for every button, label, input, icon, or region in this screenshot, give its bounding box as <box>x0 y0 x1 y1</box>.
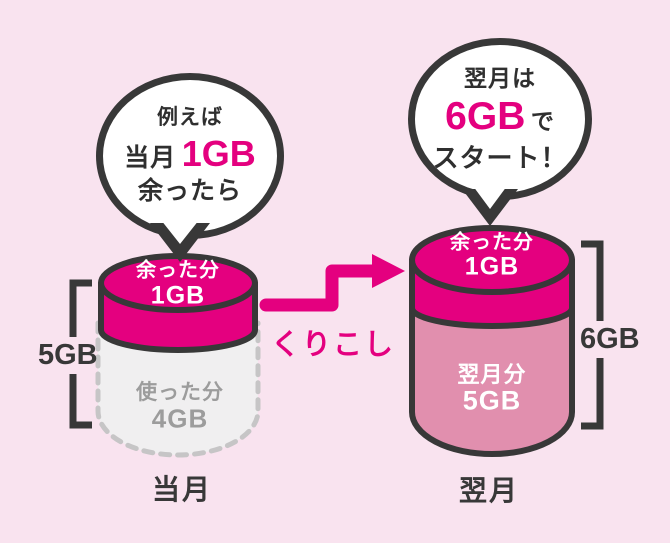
carryover-arrow-label: くりこし <box>270 329 396 361</box>
right-cylinder-top-face <box>409 225 575 295</box>
right-bubble-line1: 翌月は <box>464 65 536 91</box>
right-cylinder-top-value: 1GB <box>464 252 520 281</box>
right-bracket-label: 6GB <box>580 321 640 358</box>
carryover-arrow-icon <box>259 254 405 312</box>
right-cylinder-top-label: 余った分 <box>450 231 534 254</box>
left-cylinder-top-label: 余った分 <box>136 259 220 282</box>
right-speech-bubble: 翌月は 6GB で スタート！ <box>408 38 592 200</box>
left-bubble-line2-highlight: 1GB <box>181 133 256 174</box>
left-caption: 当月 <box>151 474 213 505</box>
right-bubble-tail-fill <box>473 186 507 209</box>
right-bubble-line2: 6GB で <box>445 93 555 142</box>
right-bubble-line2-suffix: で <box>530 107 555 134</box>
left-speech-bubble: 例えば 当月 1GB 余ったら <box>96 73 284 239</box>
left-bubble-line1: 例えば <box>157 105 223 129</box>
left-cylinder-body-label: 使った分 <box>136 381 224 404</box>
left-cylinder-graphic <box>95 253 261 458</box>
left-bubble-line2: 当月 1GB <box>124 131 256 176</box>
right-bubble-line3: スタート！ <box>432 142 568 173</box>
left-bracket-label: 5GB <box>38 337 98 374</box>
right-cylinder-graphic <box>409 225 575 457</box>
right-cylinder-body-label: 翌月分 <box>457 362 527 387</box>
right-bubble-line2-highlight: 6GB <box>445 94 526 138</box>
left-bubble-tail-fill <box>161 220 199 244</box>
left-cylinder-body-value: 4GB <box>151 403 209 434</box>
left-cylinder-top-value: 1GB <box>150 281 206 310</box>
right-cylinder-body-value: 5GB <box>462 385 522 416</box>
left-cylinder-used-body <box>95 320 261 458</box>
left-bubble-line3: 余ったら <box>137 177 242 205</box>
right-caption: 翌月 <box>458 475 520 506</box>
left-bubble-line2-prefix: 当月 <box>124 144 177 172</box>
